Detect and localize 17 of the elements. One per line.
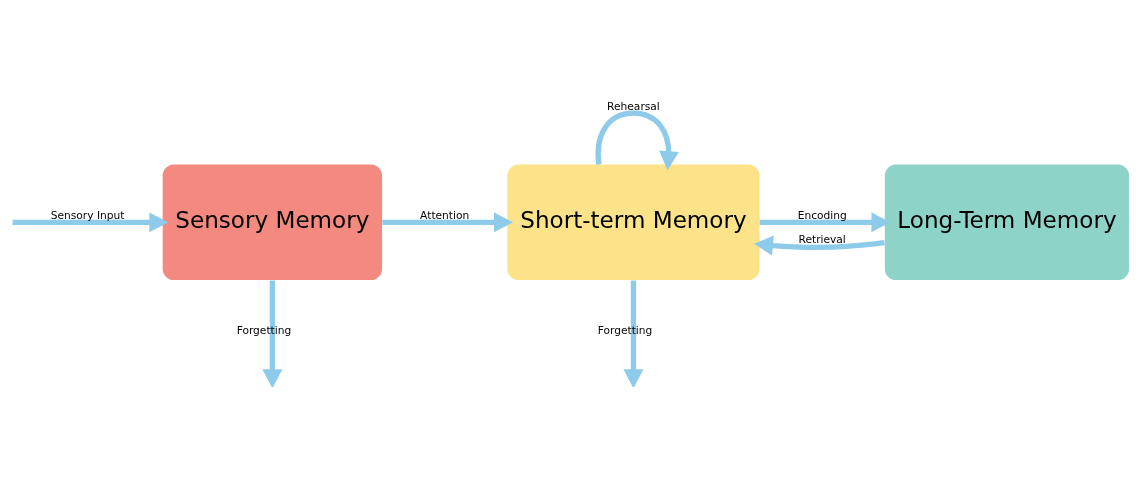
edge-label: Sensory Input [50,208,125,222]
node-box: Sensory Memory [162,164,383,280]
arrow [262,280,283,387]
node-box: Long-Term Memory [884,164,1130,280]
arrow [595,109,679,170]
arrow [759,211,891,232]
arrow [382,211,514,232]
edge-label: Forgetting [597,323,653,337]
arrow [623,280,644,387]
edge-label: Encoding [797,208,847,222]
edge-label: Rehearsal [607,99,660,113]
arrow [12,211,169,232]
edge-label: Retrieval [798,232,846,246]
edge-label: Forgetting [236,323,292,337]
node-box: Short-term Memory [507,164,760,280]
arrow [753,235,885,256]
edge-label: Attention [420,208,470,222]
